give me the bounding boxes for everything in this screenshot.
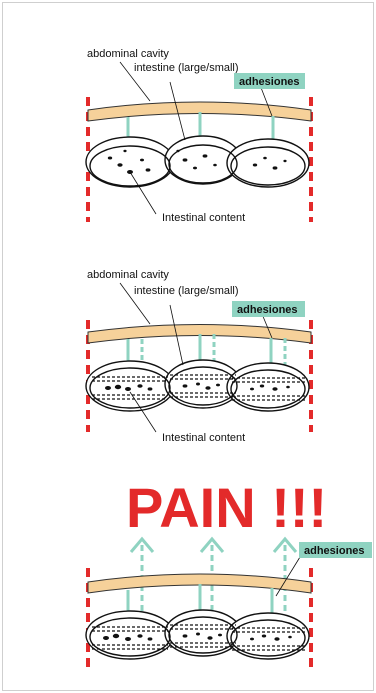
- panel-2: abdominal cavity intestine (large/small)…: [86, 269, 311, 444]
- intestinal-content-label: Intestinal content: [162, 432, 245, 444]
- adhesion-tag: adhesiones: [239, 76, 300, 88]
- intestine-label: intestine (large/small): [134, 62, 239, 74]
- panel-3: PAIN !!!: [86, 476, 372, 672]
- intestinal-content-label: Intestinal content: [162, 212, 245, 224]
- panel-1: abdominal cavity intestine (large/small)…: [86, 48, 311, 224]
- adhesion-tag: adhesiones: [237, 304, 298, 316]
- intestine-label: intestine (large/small): [134, 285, 239, 297]
- abdominal-cavity-label: abdominal cavity: [87, 269, 169, 281]
- intestine: [86, 136, 309, 187]
- pain-label: PAIN !!!: [126, 476, 327, 539]
- adhesion-tag: adhesiones: [304, 545, 365, 557]
- abdominal-cavity-label: abdominal cavity: [87, 48, 169, 60]
